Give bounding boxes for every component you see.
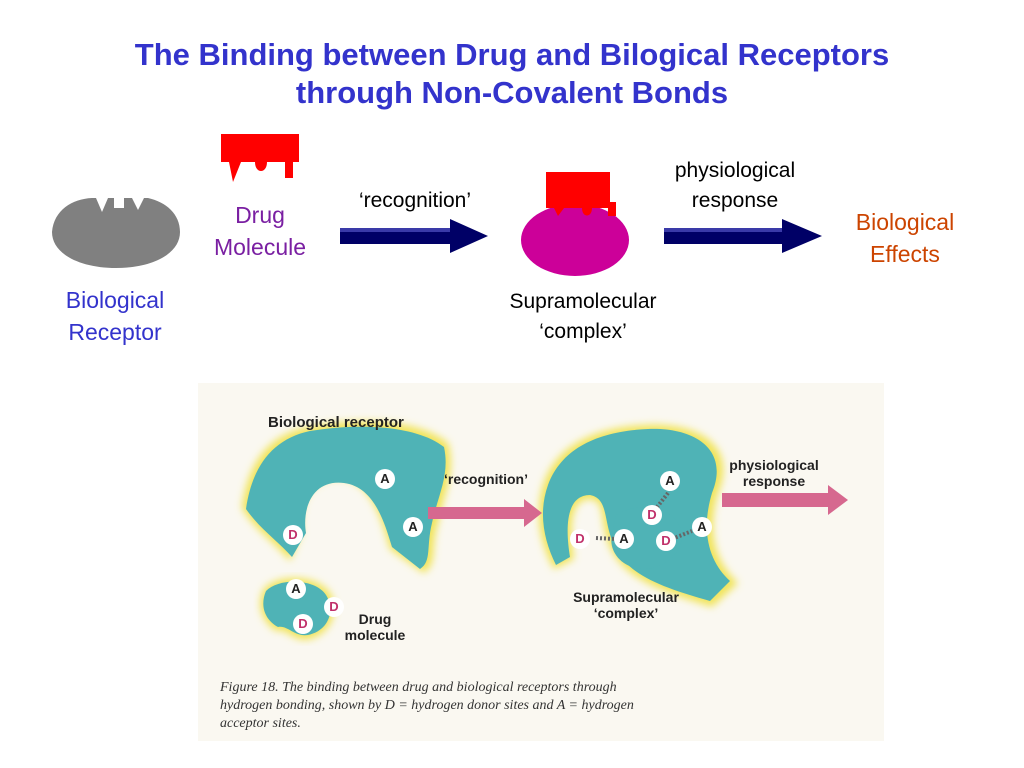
title-line-1: The Binding between Drug and Bilogical R… xyxy=(134,37,890,72)
figure-response-line-2: response xyxy=(742,473,806,489)
response-label-line-2: response xyxy=(691,189,779,212)
hydrogen-bonding-figure: A A D A D D A D A A D D Biological recep… xyxy=(198,383,884,741)
effects-label-line-2: Effects xyxy=(870,241,940,267)
effects-label-line-1: Biological xyxy=(855,209,955,235)
receptor-label: Biological Receptor xyxy=(40,284,190,348)
site-d-1: D xyxy=(283,525,303,545)
site-d-6: D xyxy=(293,614,313,634)
complex-label: Supramolecular ‘complex’ xyxy=(478,287,688,347)
title-line-2: through Non-Covalent Bonds xyxy=(295,75,729,110)
response-label-line-1: physiological xyxy=(674,159,796,182)
recognition-label: ‘recognition’ xyxy=(358,189,472,212)
figure-drug-line-2: molecule xyxy=(344,627,406,643)
figure-response-line-1: physiological xyxy=(729,457,819,473)
figure-drug-label: Drug molecule xyxy=(330,611,420,643)
response-arrow-icon xyxy=(664,219,822,253)
figure-artwork xyxy=(242,421,848,640)
drug-molecule-icon xyxy=(221,134,299,182)
complex-label-line-1: Supramolecular xyxy=(509,290,657,313)
figure-complex-line-2: ‘complex’ xyxy=(593,605,659,621)
site-d-5: D xyxy=(324,597,344,617)
slide-title: The Binding between Drug and Bilogical R… xyxy=(0,36,1024,112)
drug-label-line-1: Drug xyxy=(235,202,285,228)
site-a-2: A xyxy=(403,517,423,537)
complex-shape-icon xyxy=(521,172,629,276)
site-d-2: D xyxy=(642,505,662,525)
figure-recognition-label: ‘recognition’ xyxy=(444,471,528,487)
site-a-4: A xyxy=(614,529,634,549)
response-label: physiological response xyxy=(640,156,830,216)
site-a-1: A xyxy=(375,469,395,489)
figure-caption-line-1: Figure 18. The binding between drug and … xyxy=(220,680,617,695)
drug-label-line-2: Molecule xyxy=(213,234,307,260)
figure-complex-line-1: Supramolecular xyxy=(573,589,679,605)
site-a-3: A xyxy=(660,471,680,491)
receptor-shape-icon xyxy=(52,198,180,268)
figure-caption-line-2: hydrogen bonding, shown by D = hydrogen … xyxy=(220,698,634,713)
figure-complex-label: Supramolecular ‘complex’ xyxy=(546,589,706,621)
figure-receptor-title: Biological receptor xyxy=(268,414,404,431)
effects-label: Biological Effects xyxy=(830,206,980,270)
drug-label: Drug Molecule xyxy=(190,199,330,263)
site-d-4: D xyxy=(656,531,676,551)
figure-drug-line-1: Drug xyxy=(358,611,392,627)
complex-label-line-2: ‘complex’ xyxy=(539,320,627,343)
figure-caption-line-3: acceptor sites. xyxy=(220,716,301,731)
receptor-label-line-1: Biological xyxy=(65,287,165,313)
figure-response-label: physiological response xyxy=(704,457,844,489)
site-a-6: A xyxy=(286,579,306,599)
recognition-arrow-icon xyxy=(340,219,488,253)
site-d-3: D xyxy=(570,529,590,549)
receptor-label-line-2: Receptor xyxy=(68,319,162,345)
site-a-5: A xyxy=(692,517,712,537)
figure-caption: Figure 18. The binding between drug and … xyxy=(220,679,820,733)
